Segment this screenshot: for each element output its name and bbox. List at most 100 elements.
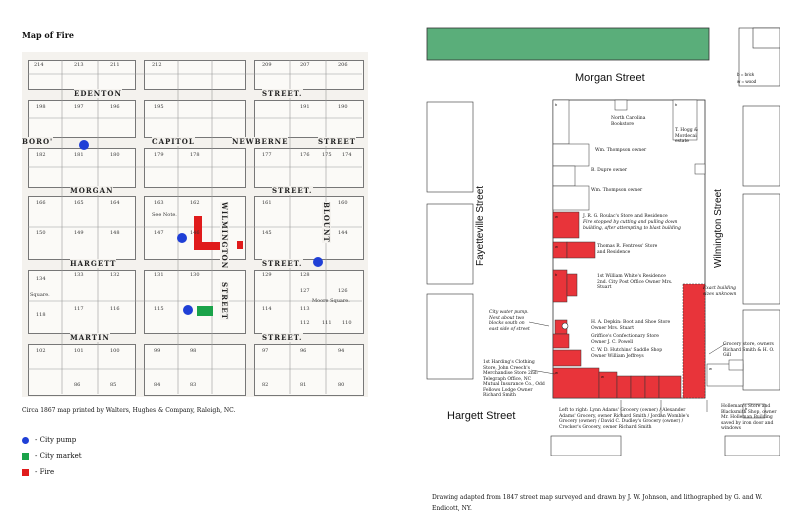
map-block — [144, 100, 246, 138]
legend-item-pump: - City pump — [22, 436, 82, 444]
lot-number: 197 — [74, 104, 84, 110]
street-label: CAPITOL — [152, 137, 195, 146]
lot-number: 177 — [262, 152, 272, 158]
street-label: STREET. — [262, 89, 303, 98]
map-block — [144, 270, 246, 334]
lot-number: 116 — [110, 306, 120, 312]
building-code: w — [555, 244, 558, 249]
lot-number: 149 — [74, 230, 84, 236]
map-block — [28, 196, 136, 260]
pump-marker-icon — [22, 436, 29, 444]
lot-number: 191 — [300, 104, 310, 110]
street-label: BLOUNT — [322, 202, 331, 243]
map-block — [28, 344, 136, 396]
left-map-caption: Circa 1867 map printed by Walters, Hughe… — [22, 407, 236, 414]
building-note: T. Hogg & Mordecai estate — [675, 128, 699, 144]
lot-number: 85 — [110, 382, 117, 388]
legend-label: - City pump — [35, 436, 77, 444]
lot-number: 145 — [262, 230, 272, 236]
lot-number: 83 — [190, 382, 197, 388]
street-label: EDENTON — [74, 89, 122, 98]
building-note: Exact building sizes unknown — [703, 286, 737, 297]
building-code: w — [555, 370, 558, 375]
lot-number: 102 — [36, 348, 46, 354]
lot-number: 98 — [190, 348, 197, 354]
building-note: C. W. D. Hutchins' Saddle Shop Owner Wil… — [591, 348, 663, 359]
lot-number: 112 — [300, 320, 310, 326]
lot-number: 111 — [322, 320, 332, 326]
building-note: Griffice's Confectionary Store Owner J. … — [591, 334, 659, 345]
map-block — [254, 100, 364, 138]
street-label: STREET. — [262, 333, 303, 342]
lot-number: 127 — [300, 288, 310, 294]
lot-number: 178 — [190, 152, 200, 158]
lot-number: 212 — [152, 62, 162, 68]
lot-number: 86 — [74, 382, 81, 388]
street-label: STREET — [220, 282, 229, 320]
building-code: w — [555, 214, 558, 219]
lot-number: 181 — [74, 152, 84, 158]
street-fayetteville: Fayetteville Street — [475, 185, 486, 266]
building-note: Grocery store, owners Richard Smith & H.… — [723, 342, 775, 358]
building-note: J. R. G. Roulac's Store and Residence — [583, 214, 668, 219]
lot-number: 80 — [338, 382, 345, 388]
lot-number: 96 — [300, 348, 307, 354]
street-label: MORGAN — [70, 186, 114, 195]
lot-number: 162 — [190, 200, 200, 206]
historic-street-map: EDENTON STREET. CAPITOL NEWBERNE STREET … — [22, 52, 368, 397]
market-marker-icon — [22, 452, 29, 460]
key-wood: w = wood — [737, 79, 757, 84]
lot-number: 126 — [338, 288, 348, 294]
building-note: B. Dupre owner — [591, 168, 628, 173]
map-block — [144, 60, 246, 90]
building-code: w — [709, 366, 712, 371]
map-block — [28, 100, 136, 138]
left-map-title: Map of Fire — [22, 30, 75, 40]
map-block — [28, 270, 136, 334]
map-block — [254, 148, 364, 188]
lot-number: 163 — [154, 200, 164, 206]
lot-number: 164 — [110, 200, 120, 206]
right-map-credit: Drawing adapted from 1847 street map sur… — [432, 494, 763, 512]
map-block — [254, 270, 364, 334]
legend-item-market: - City market — [22, 452, 82, 460]
building-code: w — [601, 374, 604, 379]
map-block — [144, 344, 246, 396]
lot-number: 160 — [338, 200, 348, 206]
lot-number: 101 — [74, 348, 84, 354]
building-note: City water pump. Next about two blocks s… — [489, 310, 530, 332]
legend-label: - Fire — [35, 468, 55, 476]
lot-number: 114 — [262, 306, 272, 312]
street-label: HARGETT — [70, 259, 117, 268]
lot-number: 110 — [342, 320, 352, 326]
lot-number: 175 — [322, 152, 332, 158]
lot-number: 82 — [262, 382, 269, 388]
lot-note: Square. — [30, 292, 50, 298]
lot-number: 174 — [342, 152, 352, 158]
street-label: STREET — [318, 137, 356, 146]
lot-number: 118 — [36, 312, 46, 318]
map-block — [254, 196, 364, 260]
lot-number: 180 — [110, 152, 120, 158]
key-brick: b = brick — [737, 72, 755, 77]
map-block — [28, 148, 136, 188]
lot-number: 195 — [154, 104, 164, 110]
map-block — [254, 60, 364, 90]
street-hargett: Hargett Street — [447, 410, 516, 422]
lot-note: Moore Square. — [312, 298, 350, 304]
building-code: b — [555, 272, 558, 277]
street-label: NEWBERNE — [232, 137, 289, 146]
lot-number: 100 — [110, 348, 120, 354]
building-note: North Carolina Bookstore — [611, 116, 646, 127]
lot-number: 94 — [338, 348, 345, 354]
lot-number: 131 — [154, 272, 164, 278]
building-note: Left to right: Lynn Adams' Grocery (owne… — [559, 408, 690, 430]
lot-number: 214 — [34, 62, 44, 68]
lot-number: 84 — [154, 382, 161, 388]
legend-item-fire: - Fire — [22, 468, 82, 476]
lot-number: 206 — [338, 62, 348, 68]
building-code: b — [745, 406, 748, 411]
building-note: 1st Harding's Clothing Store, John Creec… — [483, 360, 545, 398]
lot-number: 117 — [74, 306, 84, 312]
lot-number: 176 — [300, 152, 310, 158]
